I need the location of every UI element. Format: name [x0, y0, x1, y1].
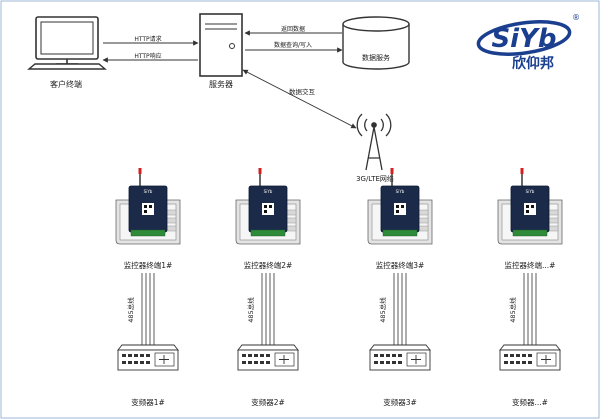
logo-text: SiYb: [491, 24, 556, 54]
database-icon: [342, 16, 410, 70]
rtu-device-icon: SiYb: [248, 168, 288, 237]
bus-label: 485总线: [246, 297, 255, 323]
device-label: SiYb: [144, 189, 153, 194]
terminal-label: 监控器终端3#: [376, 260, 425, 270]
inverter-label: 变频器1#: [131, 397, 165, 407]
bus-label: 485总线: [378, 297, 387, 323]
bus-label: 485总线: [508, 297, 517, 323]
inverter-icon: [499, 344, 561, 371]
query-write-label: 数据查询/写入: [274, 41, 312, 49]
rtu-device-icon: SiYb: [380, 168, 420, 237]
registered-mark: ®: [572, 13, 580, 22]
inverter-label: 变频器2#: [251, 397, 285, 407]
terminal-label: 监控器终端1#: [124, 260, 173, 270]
cell-tower-icon: [356, 113, 392, 171]
rs485-bus: [523, 273, 537, 345]
inverter-label: 变频器3#: [383, 397, 417, 407]
rs485-bus: [261, 273, 275, 345]
rtu-device-icon: SiYb: [128, 168, 168, 237]
server-label: 服务器: [209, 79, 233, 89]
http-request-label: HTTP请求: [134, 35, 161, 43]
client-label: 客户终端: [50, 79, 82, 89]
network-label: 3G/LTE网络: [356, 174, 394, 183]
device-label: SiYb: [526, 189, 535, 194]
terminal-label: 监控器终端...#: [505, 260, 556, 270]
device-label: SiYb: [264, 189, 273, 194]
inverter-icon: [117, 344, 179, 371]
server-icon: [199, 13, 243, 77]
data-exchange-label: 数据交互: [289, 87, 316, 96]
terminal-label: 监控器终端2#: [244, 260, 293, 270]
inverter-label: 变频器...#: [512, 397, 548, 407]
logo-name: 欣仰邦: [512, 55, 554, 72]
device-label: SiYb: [396, 189, 405, 194]
rtu-device-icon: SiYb: [510, 168, 550, 237]
rs485-bus: [393, 273, 407, 345]
http-response-label: HTTP响应: [134, 52, 161, 60]
inverter-icon: [237, 344, 299, 371]
rs485-bus: [141, 273, 155, 345]
return-data-label: 返回数据: [281, 25, 305, 33]
data-exchange-arrow: [242, 69, 357, 129]
database-label: 数据服务: [362, 53, 390, 62]
inverter-icon: [369, 344, 431, 371]
client-computer-icon: [27, 16, 107, 70]
siyb-logo: SiYb ® 欣仰邦: [476, 13, 580, 72]
bus-label: 485总线: [126, 297, 135, 323]
